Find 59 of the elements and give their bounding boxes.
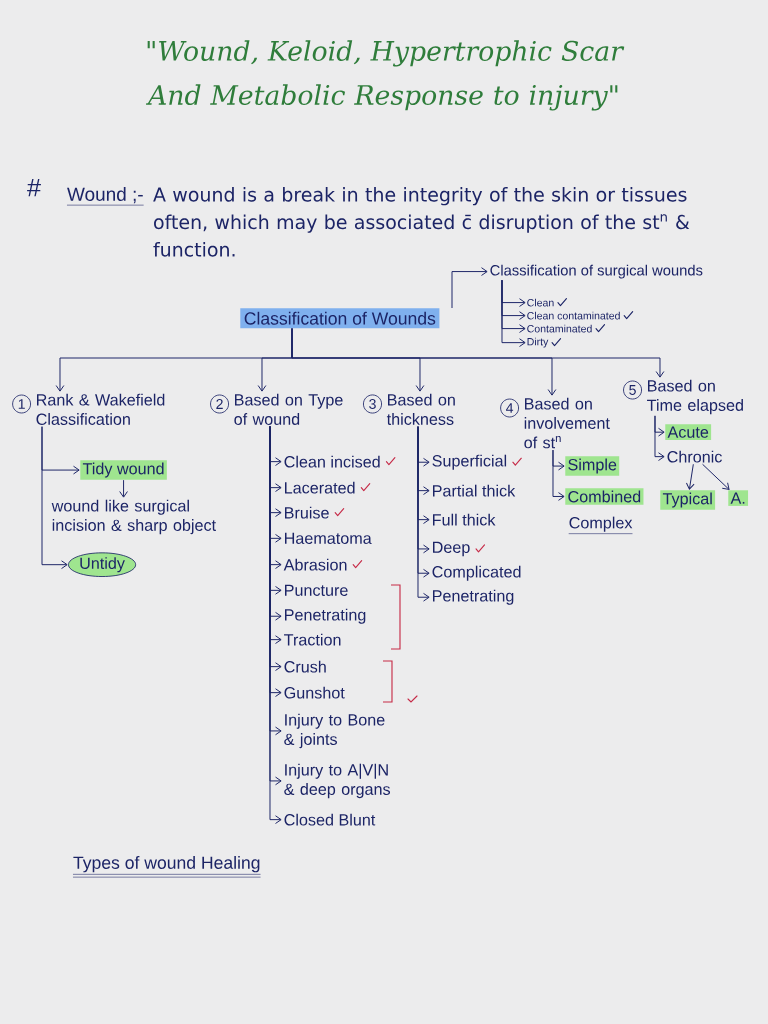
list-item: Superficial — [432, 454, 507, 470]
arrow — [291, 328, 665, 378]
category-heading: Based on thickness — [386, 393, 455, 425]
list-item: Clean — [527, 298, 554, 307]
list-item: Traction — [284, 633, 341, 646]
list-item: Abrasion — [283, 558, 347, 571]
definition-text: A wound is a break in the integrity of the skin or tissues often, which may be associated c̄ disruption of the st$^{n}$ & function. — [153, 187, 690, 257]
arrow — [552, 449, 565, 501]
highlighted-item: Combined — [565, 488, 644, 505]
list-item: Dirty — [527, 337, 549, 348]
highlighted-item: A. — [728, 490, 749, 506]
list-item: Injury to A|V|N & deep organs — [284, 763, 391, 799]
circled-number: 2 — [210, 394, 229, 414]
list-item: Penetrating — [433, 589, 514, 605]
category-heading: Based on involvement of st$^{n}$ — [524, 397, 610, 449]
list-item: Deep — [433, 541, 470, 557]
circled-number: 5 — [623, 380, 642, 400]
circled-item: Untidy — [68, 552, 137, 577]
highlighted-heading: Classification of Wounds — [240, 308, 440, 329]
arrow — [654, 415, 665, 461]
list-item: Crush — [284, 660, 326, 673]
side-note: Complex — [568, 516, 633, 534]
list-item: Complicated — [432, 565, 521, 581]
heading: Wound ;- — [66, 187, 144, 206]
title: "Wound, Keloid, Hypertrophic Scar And Metabolic Response to injury" — [146, 40, 625, 111]
highlighted-item: Tidy wound — [80, 460, 167, 480]
list-item: Chronic — [667, 450, 722, 463]
note-text: wound like surgical incision & sharp object — [51, 499, 216, 535]
highlighted-item: Typical — [660, 490, 716, 510]
section-heading: Types of wound Healing — [72, 856, 261, 878]
circled-number: 4 — [500, 398, 519, 418]
list-item: Closed Blunt — [284, 813, 376, 826]
list-item: Contaminated — [527, 324, 592, 333]
category-heading: Based on Time elapsed — [647, 379, 743, 415]
list-item: Gunshot — [284, 686, 345, 699]
list-item: Haematoma — [285, 532, 372, 544]
list-item: Lacerated — [285, 481, 355, 494]
list-item: Puncture — [285, 584, 348, 596]
arrow — [451, 267, 488, 309]
list-item: Penetrating — [285, 608, 366, 624]
circled-number: 1 — [12, 394, 31, 414]
list-item: Injury to Bone & joints — [284, 713, 385, 749]
arrow — [686, 463, 695, 490]
arrow — [702, 463, 730, 490]
hash-sign: # — [27, 179, 41, 197]
category-heading: Based on Type of wound — [234, 393, 343, 425]
list-item: Bruise — [285, 506, 329, 519]
list-item: Clean contaminated — [527, 311, 620, 320]
list-item: Clean incised — [284, 455, 380, 468]
arrow — [501, 279, 526, 347]
list-heading: Classification of surgical wounds — [490, 264, 703, 279]
circled-number: 3 — [363, 394, 382, 414]
list-item: Full thick — [433, 513, 496, 526]
list-item: Partial thick — [433, 484, 516, 497]
highlighted-item: Acute — [665, 424, 712, 441]
arrow — [119, 479, 128, 498]
category-heading: Rank & Wakefield Classification — [36, 393, 165, 425]
arrow — [41, 426, 68, 570]
highlighted-item: Simple — [565, 456, 620, 476]
